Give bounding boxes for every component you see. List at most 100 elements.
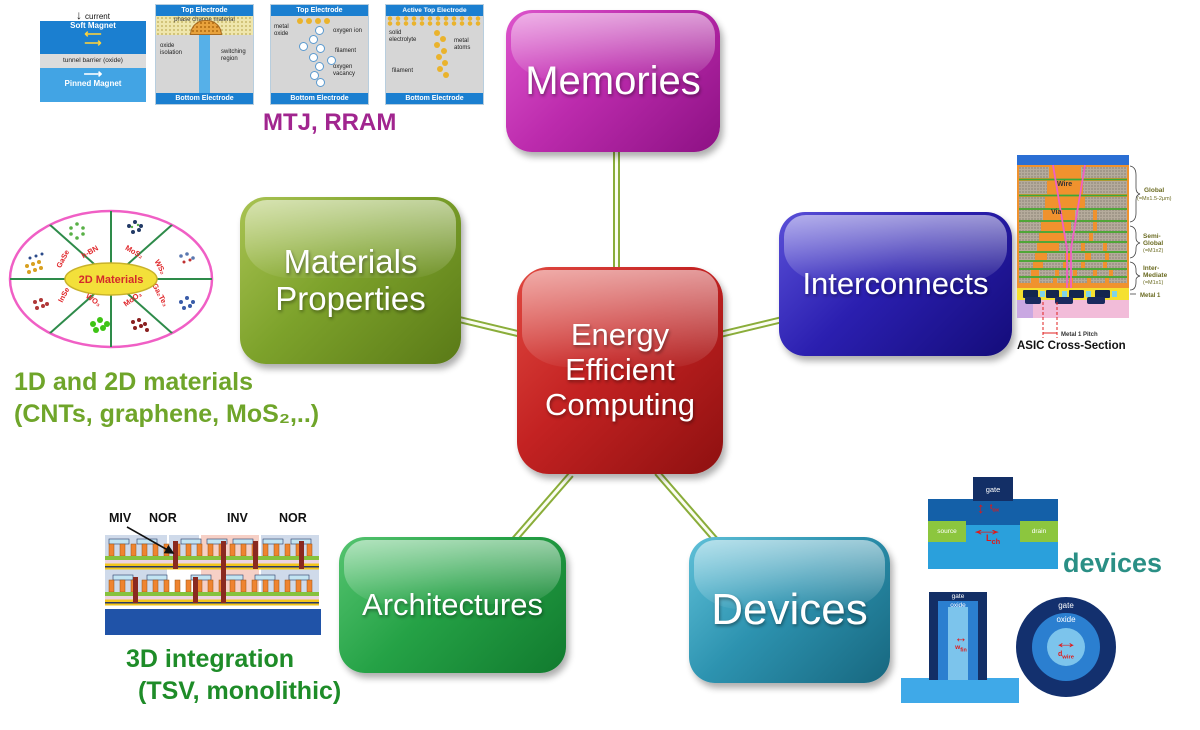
wheel-hub-label: 2D Materials <box>79 274 144 286</box>
gloss-highlight <box>245 200 456 279</box>
connector-interconnects <box>719 315 787 338</box>
node-memories: Memories <box>506 10 720 152</box>
gate-oxide-band <box>928 499 1058 525</box>
bottom-electrode: Bottom Electrode <box>156 93 253 104</box>
bottom-electrode: Bottom Electrode <box>271 93 368 104</box>
soft-magnet-layer: Soft Magnet ⟵ ⟶ <box>40 21 146 54</box>
integration-caption: 3D integration (TSV, monolithic) <box>126 643 341 707</box>
substrate <box>1017 300 1129 318</box>
tunnel-barrier-layer: tunnel barrier (oxide) <box>40 54 146 68</box>
svg-text:(=M1x1): (=M1x1) <box>1143 280 1163 286</box>
integration-caption-line1: 3D integration <box>126 645 295 673</box>
vacancy-dot <box>309 35 318 44</box>
filament-label: filament <box>335 48 357 54</box>
connector-memories <box>613 152 620 268</box>
asic-cross-section-figure: Wire Via Metal 1 Pitch Global (=Mx1 <box>1017 155 1172 352</box>
down-arrow-icon: ↓ <box>76 8 83 22</box>
substrate <box>901 678 1019 703</box>
3d-integration-figure: MIV NOR INV NOR <box>103 511 323 643</box>
metal-oxide-label: metal oxide <box>274 24 289 37</box>
svg-text:Semi-: Semi- <box>1143 233 1161 240</box>
brackets <box>1129 165 1141 295</box>
source-region: source <box>928 521 966 542</box>
contact-bits <box>1040 291 1117 297</box>
nor-label: NOR <box>149 511 177 525</box>
gloss-highlight <box>511 13 715 80</box>
node-energy-efficient-computing: Energy Efficient Computing <box>517 267 723 474</box>
vacancy-dot <box>316 44 325 53</box>
bulk-substrate <box>105 609 321 635</box>
silicon-fin <box>948 607 968 680</box>
node-devices-label: Devices <box>711 585 868 635</box>
monolithic-stack-art <box>105 535 321 635</box>
planar-mosfet-figure: gate source drain ↕ tox ↔ Lch <box>928 477 1060 572</box>
oxide-body: oxide isolation switching region <box>156 35 253 93</box>
cbram-cell-schematic: Active Top Electrode solid electrolyte m… <box>385 4 484 105</box>
node-architectures: Architectures <box>339 537 566 673</box>
svg-text:Inter-: Inter- <box>1143 265 1159 272</box>
2d-materials-wheel: GaSe h-BN MoS₂ WS₂ Ga₂Te₃ MoO₃ WO₃ InSe … <box>8 209 214 349</box>
oxygen-vacancy-label: oxygen vacancy <box>333 64 356 77</box>
transistor-gates <box>1025 297 1105 304</box>
gloss-highlight <box>522 270 718 368</box>
tox-double-arrow-icon: ↕ <box>977 500 985 517</box>
pinned-magnet-layer: ⟶ Pinned Magnet <box>40 66 146 102</box>
integration-caption-line2: (TSV, monolithic) <box>138 677 342 705</box>
filament-label: filament <box>392 68 414 74</box>
svg-text:(=Mx1.5-2μm): (=Mx1.5-2μm) <box>1137 196 1172 202</box>
node-architectures-label: Architectures <box>362 586 543 622</box>
svg-text:(=M1x2): (=M1x2) <box>1143 248 1163 254</box>
vacancy-dot <box>315 26 324 35</box>
connector-materials <box>454 315 521 338</box>
pitch-guide-lines <box>1042 302 1058 338</box>
svg-text:Global: Global <box>1144 187 1164 194</box>
gloss-highlight <box>784 215 1007 283</box>
dwire-double-arrow-icon: ↔ <box>1053 633 1079 652</box>
svg-text:Mediate: Mediate <box>1143 272 1168 279</box>
wheel-hub <box>64 262 158 296</box>
wfin-label: wfin <box>955 644 967 654</box>
node-memories-label: Memories <box>525 58 701 103</box>
gate-label: gate <box>951 593 965 600</box>
hierarchy-labels: Global (=Mx1.5-2μm) Semi- Global (=M1x2)… <box>1137 187 1172 299</box>
pinned-magnet-label: Pinned Magnet <box>64 79 122 88</box>
well-region <box>1017 300 1033 318</box>
node-devices: Devices <box>689 537 890 683</box>
lch-label: Lch <box>986 533 1001 546</box>
etch-stop-lines <box>1019 178 1127 278</box>
current-annotation: ↓ current <box>40 6 146 21</box>
wire-label: Wire <box>1057 181 1072 188</box>
vacancy-dot <box>299 42 308 51</box>
svg-text:Global: Global <box>1143 240 1163 247</box>
crystal-art <box>25 220 195 333</box>
lch-double-arrow-icon: ↔ <box>967 519 1007 539</box>
miv-pointer-arrow <box>126 526 175 554</box>
phase-change-layer: phase change material <box>156 16 253 35</box>
vacancy-dot <box>310 71 319 80</box>
center-node-label: Energy Efficient Computing <box>545 317 695 422</box>
active-top-electrode: Active Top Electrode <box>386 5 483 16</box>
passivation-bar <box>1017 155 1129 165</box>
top-electrode: Top Electrode <box>156 5 253 16</box>
metal-atoms-label: metal atoms <box>454 38 471 51</box>
gate-all-around-figure: gate oxide ↔ dwire <box>1016 597 1116 697</box>
dielectric-blocks <box>1019 167 1127 283</box>
vacancy-dot <box>309 53 318 62</box>
pcm-cell-schematic: Top Electrode phase change material oxid… <box>155 4 254 105</box>
dwire-label: dwire <box>1058 651 1074 661</box>
node-interconnects-label: Interconnects <box>802 265 989 301</box>
finfet-figure: gate oxide ↔ wfin <box>901 592 1021 704</box>
via-taper-lines <box>1052 164 1086 288</box>
vacancy-dot <box>327 56 336 65</box>
gloss-highlight <box>694 540 885 609</box>
nor-label: NOR <box>279 511 307 525</box>
right-arrow-icon: ⟶ <box>83 66 103 81</box>
drain-region: drain <box>1020 521 1058 542</box>
oxide-label: oxide <box>1056 615 1076 624</box>
metal-atom-dots <box>386 16 483 26</box>
mtj-schematic: ↓ current Soft Magnet ⟵ ⟶ tunnel barrier… <box>40 6 146 106</box>
right-arrow-icon: ⟶ <box>84 36 102 50</box>
oxide-label: oxide <box>950 602 966 609</box>
materials-caption-line1: 1D and 2D materials <box>14 368 253 396</box>
